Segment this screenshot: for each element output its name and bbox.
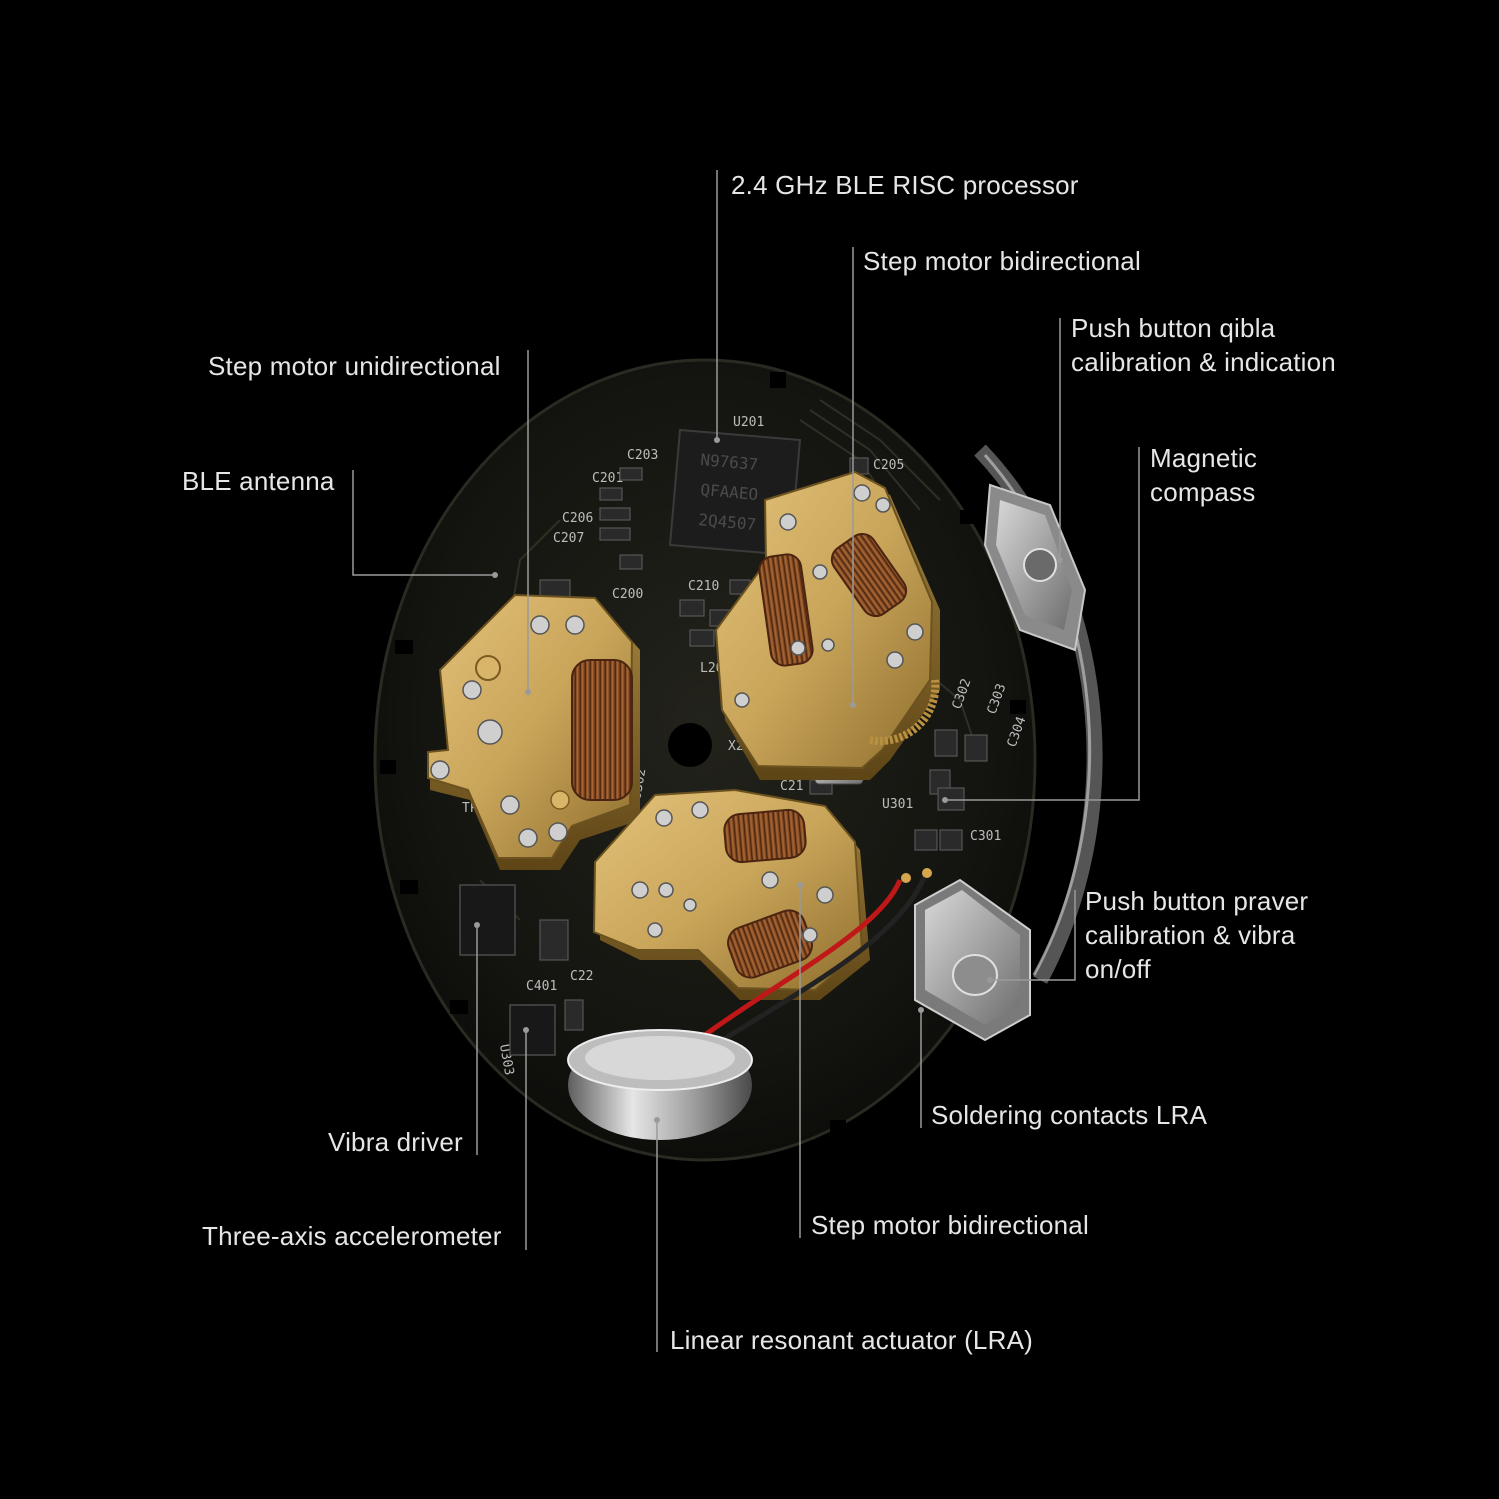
svg-text:C21: C21 [780, 779, 803, 794]
step-motor-bidirectional-bottom [592, 788, 870, 1000]
label-magnetic-compass: Magnetic compass [1150, 443, 1258, 507]
svg-text:U201: U201 [733, 415, 764, 430]
label-lra: Linear resonant actuator (LRA) [670, 1325, 1033, 1355]
svg-text:C205: C205 [873, 458, 904, 473]
svg-text:C203: C203 [627, 448, 658, 463]
label-push-button-qibla: Push button qibla calibration & indicati… [1071, 313, 1336, 377]
svg-text:C401: C401 [526, 979, 557, 994]
svg-text:C200: C200 [612, 587, 643, 602]
label-push-button-prayer: Push button praver calibration & vibra o… [1085, 886, 1309, 984]
step-motor-bidirectional-top [714, 470, 940, 780]
step-motor-unidirectional [427, 593, 640, 870]
label-step-motor-bidirectional-top: Step motor bidirectional [863, 246, 1141, 276]
svg-text:C22: C22 [570, 969, 593, 984]
svg-text:QFAAEO: QFAAEO [700, 480, 759, 504]
label-vibra-driver: Vibra driver [328, 1127, 463, 1157]
leader-lines [352, 170, 1140, 1352]
svg-text:C207: C207 [553, 531, 584, 546]
svg-text:C301: C301 [970, 829, 1001, 844]
svg-text:C201: C201 [592, 471, 623, 486]
push-button-prayer [914, 878, 1031, 1042]
lra-actuator [567, 1029, 753, 1140]
label-accelerometer: Three-axis accelerometer [202, 1221, 502, 1251]
svg-text:U301: U301 [882, 797, 913, 812]
label-ble-antenna: BLE antenna [182, 466, 335, 496]
svg-text:2Q4507: 2Q4507 [698, 510, 757, 534]
push-button-qibla [983, 483, 1087, 652]
label-processor: 2.4 GHz BLE RISC processor [731, 170, 1079, 200]
label-soldering-contacts: Soldering contacts LRA [931, 1100, 1208, 1130]
label-step-motor-unidirectional: Step motor unidirectional [208, 351, 501, 381]
svg-text:N97637: N97637 [700, 450, 759, 474]
svg-text:C210: C210 [688, 579, 719, 594]
svg-text:C206: C206 [562, 511, 593, 526]
label-step-motor-bidirectional-bottom: Step motor bidirectional [811, 1210, 1089, 1240]
